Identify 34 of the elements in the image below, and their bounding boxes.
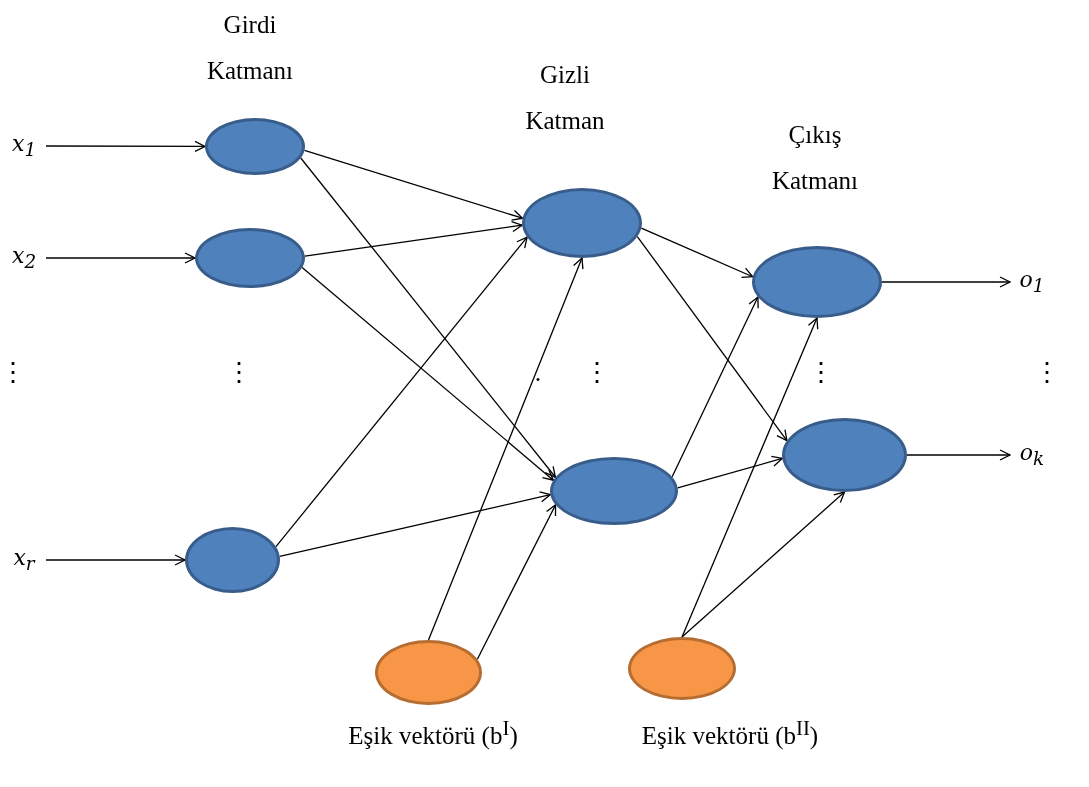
- arrow: [275, 236, 528, 548]
- arrow: [681, 491, 846, 638]
- bias-caption: Eşik vektörü (b$^{II}$): [640, 716, 820, 751]
- arrow: [881, 276, 1011, 288]
- ellipsis-dots: ⋮: [226, 358, 250, 388]
- arrow: [303, 149, 524, 221]
- arrow: [304, 221, 523, 257]
- arrow: [279, 491, 551, 558]
- ellipsis-dots: ⋮: [808, 358, 832, 388]
- arrow: [427, 257, 584, 641]
- arrow: [640, 227, 754, 278]
- arrow: [301, 266, 554, 481]
- arrow: [45, 140, 206, 153]
- ellipsis-dots: ⋮: [584, 358, 608, 388]
- layer-title: Çıkış Katmanı: [770, 120, 860, 196]
- layer-title: Gizli Katman: [524, 60, 606, 136]
- arrow: [681, 317, 819, 638]
- variable-label: o$_{k}$: [1019, 440, 1045, 470]
- ellipsis-dots: .: [533, 358, 543, 388]
- variable-label: x$_{r}$: [13, 545, 35, 575]
- arrow: [300, 157, 557, 478]
- arrow: [677, 455, 783, 489]
- arrow: [476, 504, 557, 660]
- arrow: [45, 554, 186, 566]
- variable-label: o$_{1}$: [1019, 267, 1045, 297]
- arrow: [906, 449, 1011, 461]
- variable-label: x$_{1}$: [11, 131, 37, 161]
- variable-label: x$_{2}$: [11, 243, 37, 273]
- arrow: [45, 252, 196, 264]
- layer-title: Girdi Katmanı: [205, 10, 295, 86]
- bias-caption: Eşik vektörü (b$^{I}$): [347, 716, 519, 751]
- ellipsis-dots: ⋮: [0, 358, 24, 388]
- neuron-node: [205, 118, 305, 175]
- ellipsis-dots: ⋮: [1034, 358, 1058, 388]
